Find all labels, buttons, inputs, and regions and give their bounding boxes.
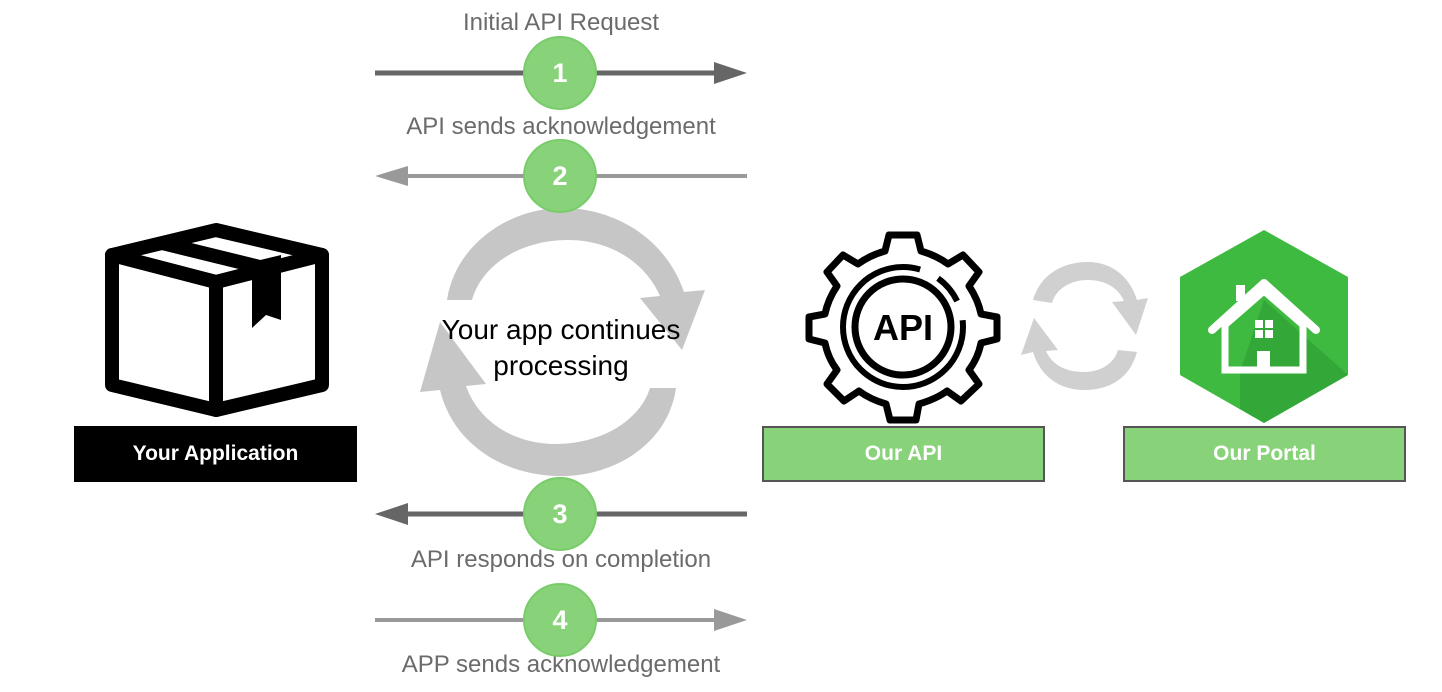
step-2-badge: 2 [523,139,597,213]
package-tape [252,255,281,328]
our-api-label: Our API [762,426,1045,482]
house-hexagon-icon [1180,230,1348,423]
step-2-label: API sends acknowledgement [406,113,716,140]
sync-cycle-icon [1021,262,1148,390]
processing-text-line-1: Your app continues [441,314,681,345]
processing-text-line-2: processing [493,350,629,381]
api-gear-text: API [873,307,933,348]
step-4-badge: 4 [523,583,597,657]
step-1-label: Initial API Request [462,9,660,36]
processing-cycle-icon [420,207,705,477]
our-portal-label: Our Portal [1123,426,1406,482]
package-box-icon [105,223,329,417]
step-1-badge: 1 [523,36,597,110]
step-3-badge: 3 [523,477,597,551]
your-application-label: Your Application [74,426,357,482]
api-gear-icon [805,231,1001,424]
processing-text: Your app continues processing [420,312,702,384]
